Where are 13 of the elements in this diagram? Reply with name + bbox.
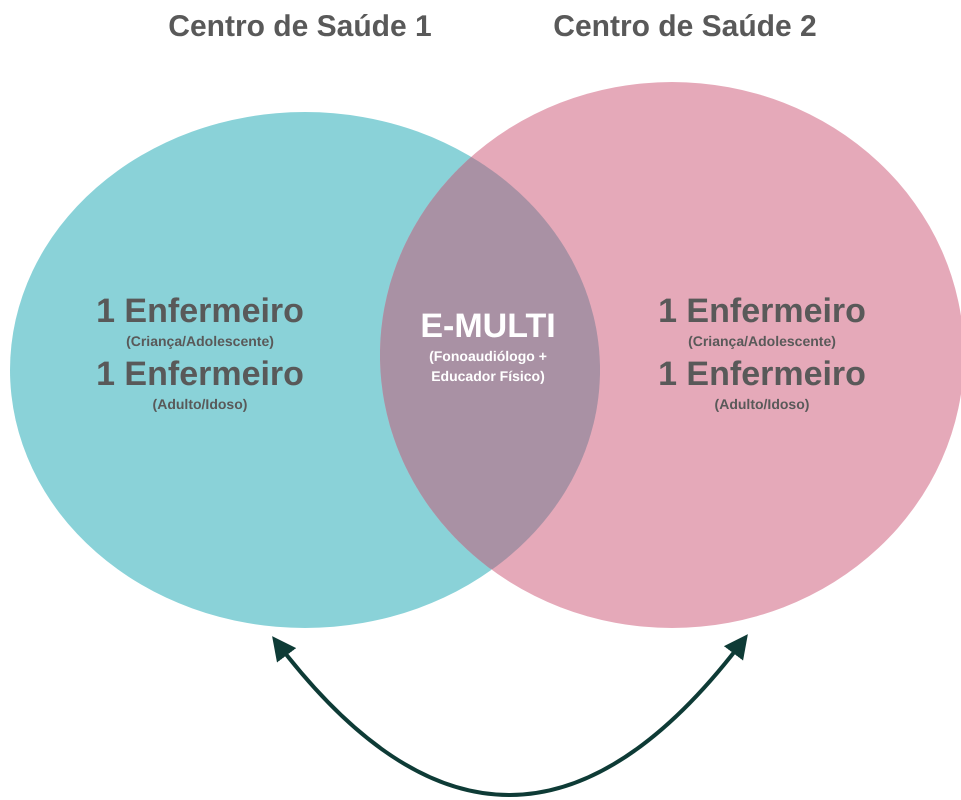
role-note: (Criança/Adolescente) [688, 332, 836, 352]
circle-heading: Centro de Saúde 2 [553, 10, 817, 44]
role-note: (Adulto/Idoso) [152, 395, 248, 414]
role-note: (Criança/Adolescente) [126, 332, 274, 352]
circle-heading: Centro de Saúde 1 [168, 10, 432, 44]
role-label: 1 Enfermeiro [96, 292, 304, 332]
curved-arrow [272, 634, 748, 797]
role-label: 1 Enfermeiro [96, 355, 304, 394]
role-label: 1 Enfermeiro [658, 292, 866, 332]
role-label: 1 Enfermeiro [658, 355, 866, 394]
team-label: E-MULTI [420, 307, 556, 346]
team-note: (Fonoaudiólogo + Educador Físico) [428, 347, 548, 386]
role-note: (Adulto/Idoso) [714, 395, 810, 414]
